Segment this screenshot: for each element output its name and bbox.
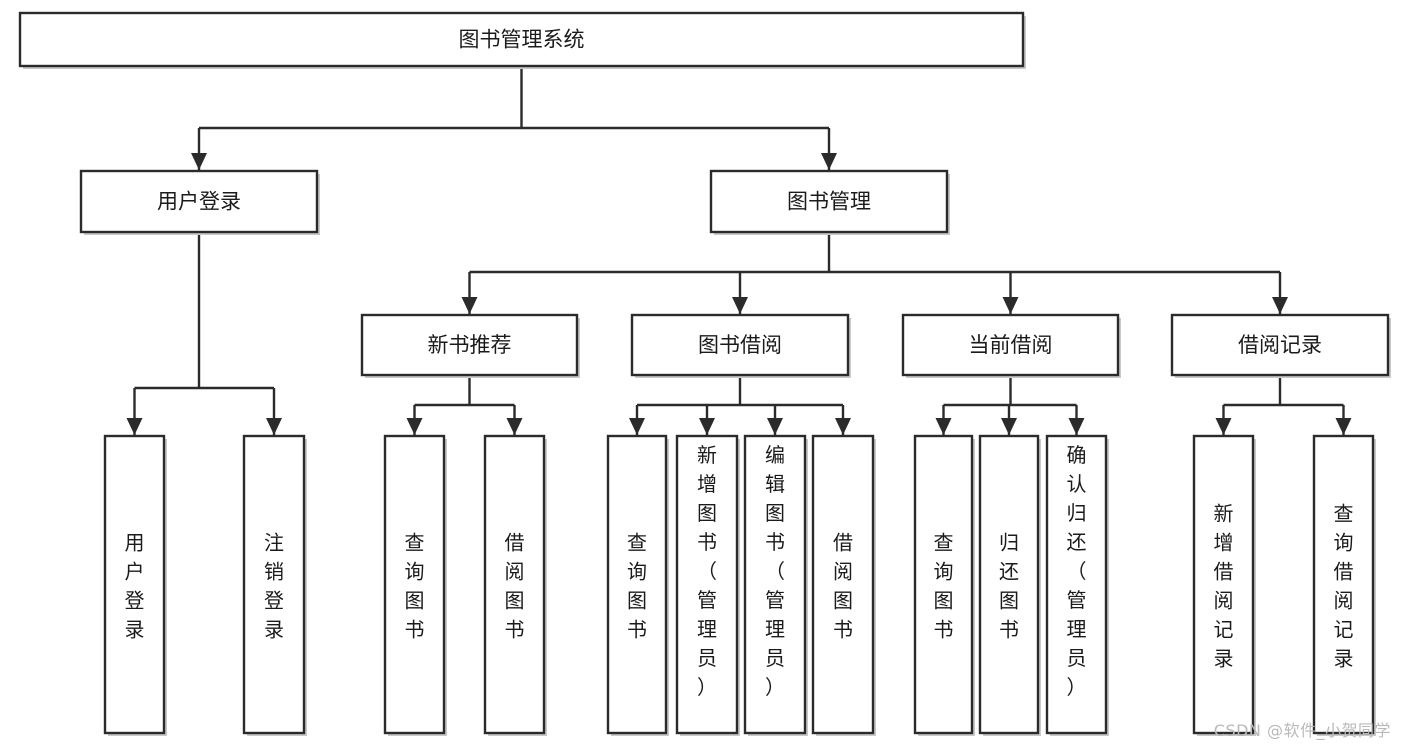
node-book-borrow-label: 图书借阅 [698,333,782,357]
node-leaf-logout[interactable]: 注销登录 [242,434,307,736]
node-leaf-confirm-return-label: 确认归还（管理员） [1067,443,1087,699]
node-leaf-query-book-1[interactable]: 查询图书 [383,434,447,736]
node-user-login[interactable]: 用户登录 [79,169,320,235]
edges-book-borrow-to-leaves [629,375,851,435]
edge-arrowhead [767,418,783,435]
node-box [1312,434,1375,735]
edge-arrowhead [126,418,143,435]
node-box [242,434,306,735]
node-leaf-add-book[interactable]: 新增图书（管理员） [675,434,740,736]
node-root-system-label: 图书管理系统 [459,28,585,52]
node-leaf-edit-book-label: 编辑图书（管理员） [765,443,785,699]
node-leaf-query-book-2-label: 查询图书 [627,531,647,642]
edge-arrowhead [1001,418,1017,435]
node-box [630,313,850,377]
edge-arrowhead [406,418,423,435]
edge-arrowhead [1215,418,1232,435]
node-box [606,434,668,735]
node-leaf-return-book[interactable]: 归还图书 [978,434,1041,736]
edge-arrowhead [1068,418,1085,435]
node-new-book-recommend[interactable]: 新书推荐 [360,313,580,378]
node-box [79,169,319,234]
node-book-borrow[interactable]: 图书借阅 [630,313,851,378]
node-book-manage-label: 图书管理 [787,190,871,214]
node-leaf-add-record-label: 新增借阅记录 [1214,502,1234,671]
node-current-borrow[interactable]: 当前借阅 [901,313,1121,378]
node-leaf-borrow-book-1[interactable]: 借阅图书 [483,434,547,736]
node-box [103,434,166,735]
connector-edges-layer [126,66,1352,435]
node-leaf-query-book-1-label: 查询图书 [405,531,425,642]
node-leaf-edit-book[interactable]: 编辑图书（管理员） [743,434,808,736]
node-box [901,313,1120,377]
edge-arrowhead [1335,418,1352,435]
node-box [811,434,875,735]
node-leaf-logout-label: 注销登录 [264,531,284,642]
node-leaf-user-login[interactable]: 用户登录 [103,434,167,736]
edge-arrowhead [1002,297,1019,314]
node-box [1170,313,1390,377]
edge-arrowhead [732,297,748,314]
node-leaf-borrow-book-2[interactable]: 借阅图书 [811,434,876,736]
edge-arrowhead [835,418,851,435]
node-root-system[interactable]: 图书管理系统 [18,11,1026,69]
edges-current-borrow-to-leaves [935,375,1085,435]
node-leaf-query-book-2[interactable]: 查询图书 [606,434,669,736]
node-user-login-label: 用户登录 [157,190,241,214]
edge-arrowhead [629,418,645,435]
node-leaf-user-login-label: 用户登录 [125,531,145,642]
node-box [743,434,807,735]
edge-arrowhead [506,418,523,435]
node-leaf-borrow-book-1-label: 借阅图书 [505,531,525,642]
node-leaf-query-record-label: 查询借阅记录 [1334,502,1354,671]
node-borrow-record-label: 借阅记录 [1238,333,1322,357]
node-box [978,434,1040,735]
edge-arrowhead [935,418,952,435]
edge-arrowhead [266,418,282,435]
node-leaf-query-record[interactable]: 查询借阅记录 [1312,434,1376,736]
edges-borrow-record-to-leaves [1215,375,1352,435]
edge-arrowhead [821,153,837,170]
node-leaf-borrow-book-2-label: 借阅图书 [833,531,853,642]
node-borrow-record[interactable]: 借阅记录 [1170,313,1391,378]
edge-arrowhead [191,153,207,170]
node-book-manage[interactable]: 图书管理 [709,169,950,235]
edges-root-to-level2 [191,66,837,170]
edge-arrowhead [699,418,715,435]
node-boxes-layer: 图书管理系统用户登录图书管理新书推荐图书借阅当前借阅借阅记录用户登录注销登录查询… [18,11,1391,736]
node-box [709,169,949,234]
edge-arrowhead [1272,297,1288,314]
edges-book-manage-to-level3 [461,232,1288,314]
node-box [483,434,546,735]
node-current-borrow-label: 当前借阅 [969,333,1053,357]
node-box [383,434,446,735]
node-box [913,434,974,735]
node-box [360,313,579,377]
edges-new-book-recommend-to-leaves [406,375,523,435]
node-leaf-confirm-return[interactable]: 确认归还（管理员） [1045,434,1109,736]
node-leaf-add-book-label: 新增图书（管理员） [697,443,717,699]
node-leaf-query-book-3[interactable]: 查询图书 [913,434,975,736]
node-box [675,434,739,735]
node-box [1045,434,1108,735]
node-leaf-add-record[interactable]: 新增借阅记录 [1192,434,1256,736]
node-leaf-query-book-3-label: 查询图书 [934,531,954,642]
node-box [18,11,1025,68]
node-new-book-recommend-label: 新书推荐 [428,333,512,357]
node-leaf-return-book-label: 归还图书 [999,531,1019,642]
edge-arrowhead [461,297,478,314]
edges-user-login-to-leaves [126,232,282,435]
node-box [1192,434,1255,735]
